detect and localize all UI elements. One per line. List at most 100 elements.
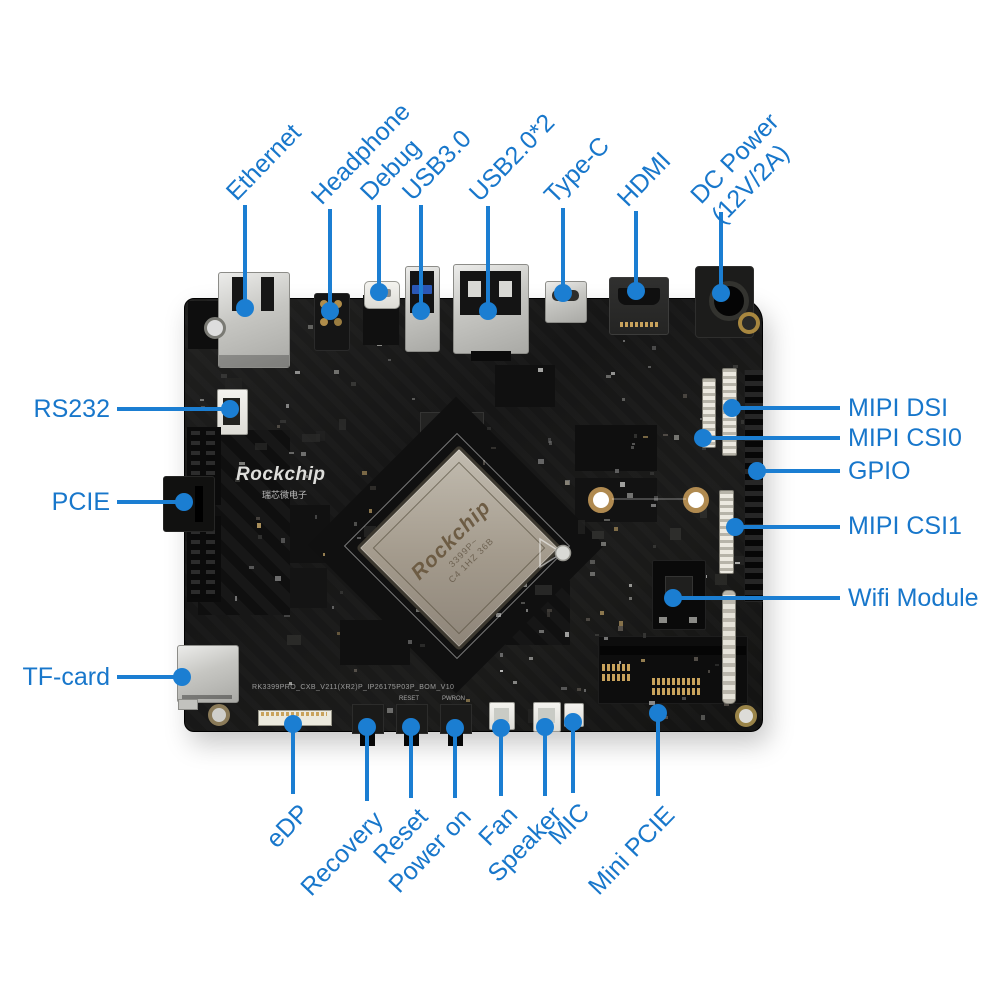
leader-line-power-on <box>453 728 457 798</box>
solder-pad <box>334 300 342 308</box>
leader-line-recovery <box>365 727 369 801</box>
wifi-pad <box>659 617 667 623</box>
leader-line-headphone <box>328 209 332 312</box>
leader-line-edp <box>291 724 295 794</box>
leader-dot-mipi-csi0 <box>694 429 712 447</box>
mounting-hole <box>738 312 760 334</box>
leader-line-mipi-csi0 <box>703 436 840 440</box>
ethernet-port <box>218 272 290 368</box>
label-mipi-csi1: MIPI CSI1 <box>848 512 962 540</box>
label-wifi-module: Wifi Module <box>848 584 979 612</box>
tf-card-notch <box>178 699 198 710</box>
label-rs232: RS232 <box>33 395 110 423</box>
leader-dot-mic <box>564 713 582 731</box>
tf-card-edge <box>182 695 232 699</box>
reset-button <box>396 704 428 746</box>
hdmi-pins <box>620 322 658 327</box>
mini-pcie-slot <box>600 646 746 655</box>
pcie-teeth <box>206 431 215 501</box>
usb2-contact <box>468 281 481 297</box>
leader-dot-ethernet <box>236 299 254 317</box>
leader-dot-headphone <box>321 302 339 320</box>
pcie-teeth <box>206 520 215 598</box>
leader-line-wifi-module <box>673 596 840 600</box>
leader-line-debug <box>377 205 381 293</box>
mounting-hole <box>208 704 230 726</box>
leader-line-reset <box>409 727 413 798</box>
leader-line-rs232 <box>117 407 230 411</box>
solder-pad <box>320 318 328 326</box>
leader-dot-mipi-csi1 <box>726 518 744 536</box>
leader-line-usb3 <box>419 205 423 312</box>
leader-line-fan <box>499 728 503 796</box>
leader-line-mipi-csi1 <box>735 525 840 529</box>
leader-line-mini-pcie <box>656 713 660 796</box>
gpio-header <box>744 370 763 602</box>
label-gpio: GPIO <box>848 457 911 485</box>
label-mipi-dsi: MIPI DSI <box>848 394 949 422</box>
leader-dot-mipi-dsi <box>723 399 741 417</box>
wifi-pad <box>689 617 697 623</box>
solder-pads <box>602 674 632 681</box>
leader-dot-pcie <box>175 493 193 511</box>
ethernet-base <box>219 355 289 367</box>
solder-pads <box>602 664 632 671</box>
leader-line-gpio <box>757 469 840 473</box>
label-hdmi: HDMI <box>611 146 677 212</box>
mini-pcie-pads <box>652 688 700 695</box>
solder-pad <box>334 318 342 326</box>
edp-pins <box>261 712 327 716</box>
mounting-hole <box>588 487 614 513</box>
label-dc-power: DC Power (12V/2A) <box>685 108 806 230</box>
mounting-hole <box>683 487 709 513</box>
leader-line-speaker <box>543 727 547 796</box>
leader-dot-usb3 <box>412 302 430 320</box>
usb2-port <box>453 264 529 361</box>
leader-dot-dc-power <box>712 284 730 302</box>
leader-line-ethernet <box>243 205 247 309</box>
leader-dot-hdmi <box>627 282 645 300</box>
label-mipi-csi0: MIPI CSI0 <box>848 424 962 452</box>
usb2-contact <box>499 281 512 297</box>
leader-dot-rs232 <box>221 400 239 418</box>
leader-dot-usb2 <box>479 302 497 320</box>
leader-dot-gpio <box>748 462 766 480</box>
fan-slot <box>494 708 509 722</box>
hdmi-port <box>609 277 669 335</box>
pcie-teeth <box>191 431 200 501</box>
leader-line-usb2 <box>486 206 490 312</box>
cpu-marking: Rockchip 3399P~ C4 1HZ 36B <box>406 495 511 600</box>
leader-line-tf-card <box>117 675 182 679</box>
label-typec: Type-C <box>538 131 615 209</box>
pcie-socket-slot <box>195 486 203 522</box>
leader-line-dc-power <box>719 212 723 294</box>
leader-line-hdmi <box>634 211 638 292</box>
leader-line-pcie <box>117 500 184 504</box>
label-edp: eDP <box>261 799 316 854</box>
label-pcie: PCIE <box>51 488 110 516</box>
leader-dot-typec <box>554 284 572 302</box>
leader-dot-mini-pcie <box>649 704 667 722</box>
label-mini-pcie: Mini PCIE <box>582 801 681 901</box>
mounting-hole <box>735 705 757 727</box>
leader-dot-recovery <box>358 718 376 736</box>
leader-dot-wifi-module <box>664 589 682 607</box>
ram-chip <box>575 425 657 471</box>
leader-dot-speaker <box>536 718 554 736</box>
pcie-teeth <box>191 520 200 598</box>
usb2-base <box>471 351 511 361</box>
label-tf-card: TF-card <box>22 663 111 691</box>
leader-dot-fan <box>492 719 510 737</box>
leader-line-typec <box>561 208 565 294</box>
dc-power-jack <box>695 266 754 338</box>
ethernet-slot <box>261 277 274 311</box>
pcb-chip <box>495 365 555 407</box>
leader-dot-power-on <box>446 719 464 737</box>
label-ethernet: Ethernet <box>220 118 307 206</box>
mounting-hole <box>204 317 226 339</box>
mini-pcie-pads <box>652 678 700 685</box>
leader-dot-tf-card <box>173 668 191 686</box>
antenna-strip <box>722 590 736 704</box>
leader-line-mipi-dsi <box>732 406 840 410</box>
